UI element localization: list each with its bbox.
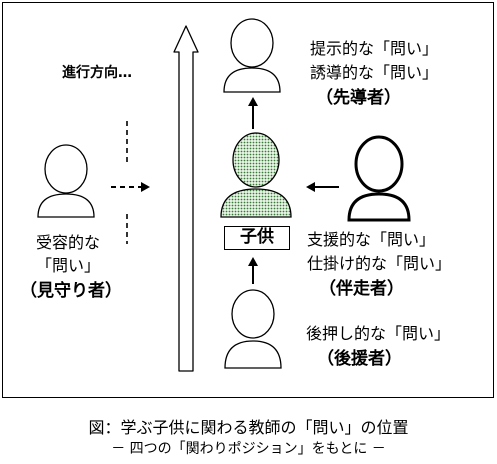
supporter-role: （後援者） (317, 349, 402, 369)
direction-label: 進行方向… (62, 65, 132, 81)
supporter-person-icon (224, 289, 282, 369)
leader-question-2: 誘導的な「問い」 (310, 63, 439, 82)
child-to-leader-arrow (248, 97, 258, 129)
watcher-question-2: 「問い」 (36, 256, 101, 275)
companion-question-1: 支援的な「問い」 (307, 230, 436, 249)
leader-question-1: 提示的な「問い」 (310, 39, 439, 58)
companion-to-child-arrow (306, 182, 339, 192)
diagram-frame (2, 2, 494, 398)
leader-person-icon (223, 18, 281, 93)
supporter-to-child-arrow (248, 257, 258, 284)
watcher-question-1: 受容的な (36, 233, 101, 252)
supporter-question-1: 後押し的な「問い」 (306, 324, 451, 343)
watcher-dashed-arrow (111, 182, 150, 192)
caption-subtitle: － 四つの「関わりポジション」をもとに － (111, 441, 386, 457)
watcher-role: （見守り者） (20, 281, 122, 301)
companion-person-icon (347, 135, 411, 222)
direction-arrow (173, 25, 199, 372)
child-label: 子供 (240, 227, 274, 247)
leader-role: （先導者） (316, 88, 401, 108)
companion-role: （伴走者） (319, 279, 404, 299)
watcher-person-icon (37, 144, 95, 218)
companion-question-2: 仕掛け的な「問い」 (307, 254, 452, 273)
child-label-box: 子供 (224, 226, 290, 250)
child-person-icon (220, 132, 292, 218)
caption-title: 図：学ぶ子供に関わる教師の「問い」の位置 (88, 418, 409, 437)
